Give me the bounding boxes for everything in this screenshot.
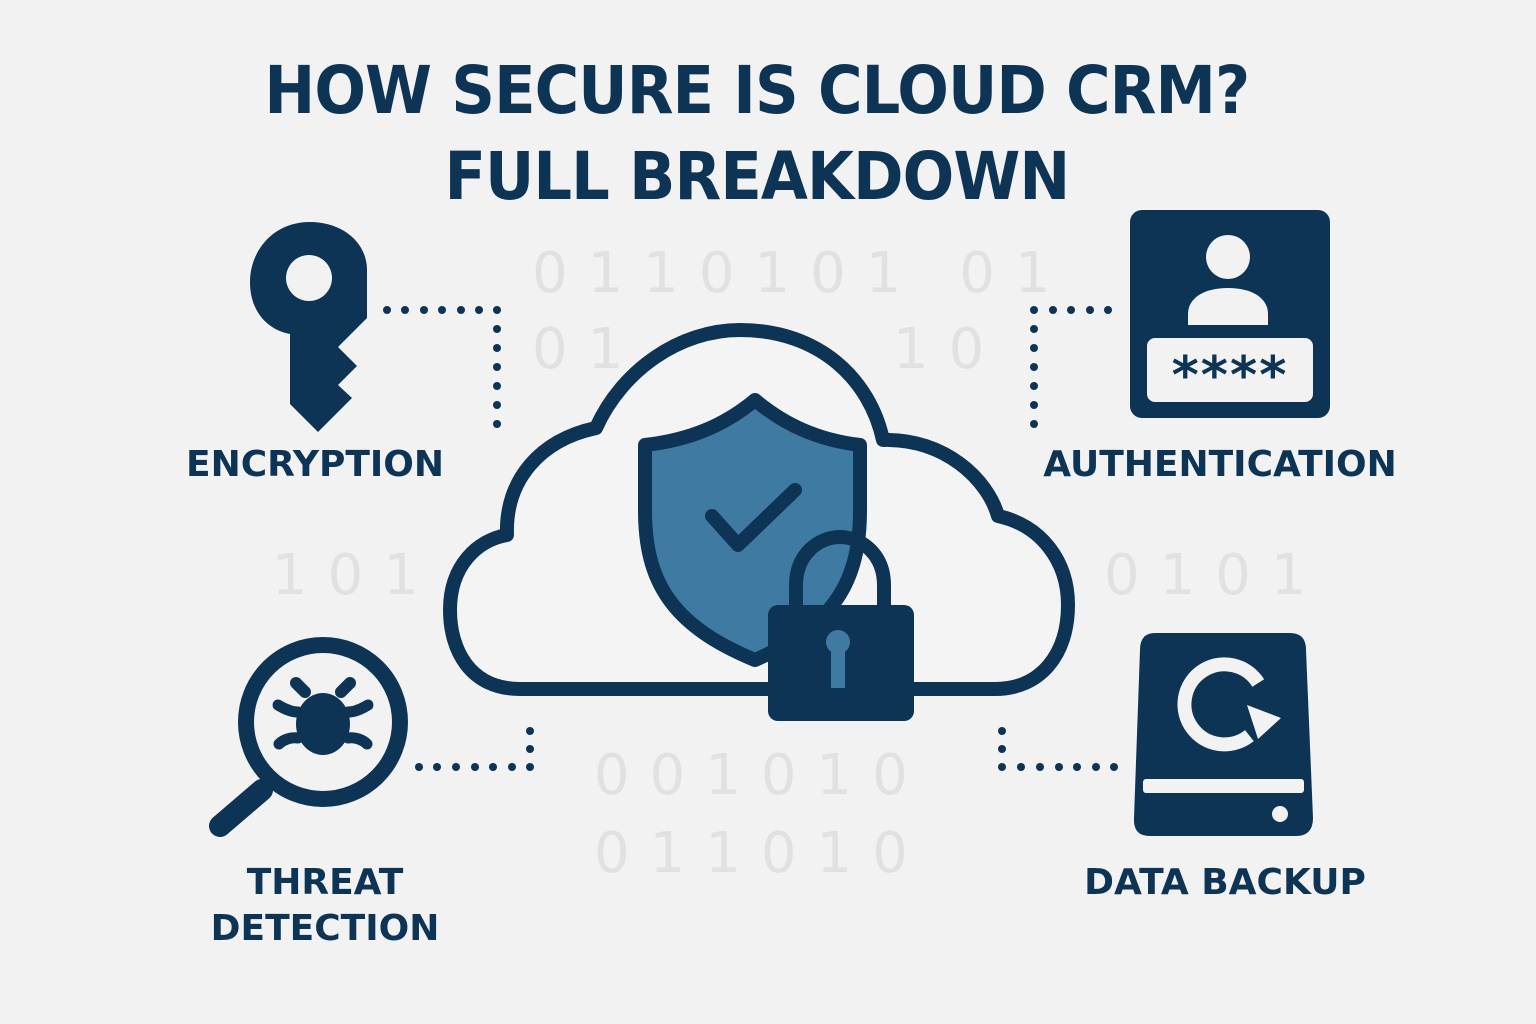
password-mask: **** xyxy=(1172,346,1289,406)
shield-check-icon xyxy=(638,393,867,667)
title-line-1: HOW SECURE IS CLOUD CRM? xyxy=(264,52,1250,129)
binary-bottom-row-2: 011010 xyxy=(594,821,928,886)
page-title: HOW SECURE IS CLOUD CRM? FULL BREAKDOWN xyxy=(60,48,1473,220)
connector-authentication xyxy=(1030,306,1112,428)
binary-mid-right: 0101 xyxy=(1104,543,1327,608)
binary-top-row-2-right: 10 xyxy=(893,317,1005,382)
label-encryption: ENCRYPTION xyxy=(185,444,445,485)
connector-data-backup xyxy=(998,727,1118,771)
binary-top-row-2-left: 01 xyxy=(532,317,644,382)
title-line-2: FULL BREAKDOWN xyxy=(444,138,1070,215)
connector-encryption xyxy=(383,306,501,428)
magnifier-bug-icon xyxy=(209,637,408,837)
user-password-icon: **** xyxy=(1130,210,1330,418)
binary-mid-left: 101 xyxy=(272,543,439,608)
label-threat-line-1: THREAT xyxy=(246,862,404,903)
label-authentication: AUTHENTICATION xyxy=(1043,444,1397,485)
drive-backup-icon xyxy=(1133,633,1313,836)
connector-threat-detection xyxy=(415,727,534,771)
padlock-icon xyxy=(768,529,914,721)
key-icon xyxy=(250,222,367,432)
bug-icon xyxy=(272,677,374,755)
binary-top-row-1: 0110101 01 xyxy=(532,241,1071,306)
label-data-backup: DATA BACKUP xyxy=(1084,862,1366,903)
label-threat-line-2: DETECTION xyxy=(210,908,440,949)
label-threat-detection: THREAT DETECTION xyxy=(190,860,460,952)
binary-bottom-row-1: 001010 xyxy=(594,743,928,808)
